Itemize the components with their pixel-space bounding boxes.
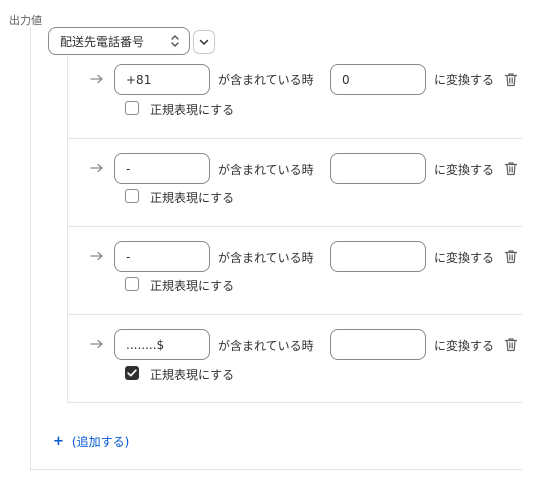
regex-checkbox-label: 正規表現にする	[150, 368, 235, 382]
convert-input[interactable]: 0	[330, 64, 426, 95]
checkmark-icon	[127, 369, 137, 377]
trash-icon[interactable]	[504, 249, 518, 264]
contains-input[interactable]: -	[114, 241, 210, 272]
contains-input[interactable]: ........$	[114, 329, 210, 360]
arrow-right-icon	[90, 339, 103, 349]
output-value-label: 出力値	[9, 14, 42, 27]
rules-guide-line	[67, 56, 68, 402]
select-caret-icon	[171, 35, 179, 47]
trash-icon[interactable]	[504, 337, 518, 352]
outer-bottom-divider	[30, 469, 522, 470]
regex-checkbox[interactable]	[125, 366, 139, 380]
convert-label: に変換する	[434, 251, 495, 265]
contains-input[interactable]: -	[114, 153, 210, 184]
add-rule-label: (追加する)	[71, 435, 130, 449]
contains-input[interactable]: +81	[114, 64, 210, 95]
arrow-right-icon	[90, 163, 103, 173]
add-rule-button[interactable]: + (追加する)	[53, 433, 129, 450]
trash-icon[interactable]	[504, 161, 518, 176]
convert-label: に変換する	[434, 73, 495, 87]
regex-checkbox[interactable]	[125, 189, 139, 203]
contains-label: が含まれている時	[218, 163, 314, 177]
regex-checkbox[interactable]	[125, 277, 139, 291]
rule-divider	[67, 138, 522, 139]
convert-label: に変換する	[434, 339, 495, 353]
contains-label: が含まれている時	[218, 251, 314, 265]
trash-icon[interactable]	[504, 72, 518, 87]
output-field-select-value: 配送先電話番号	[60, 34, 145, 49]
rule-row-2: - が含まれている時 に変換する 正規表現にする	[67, 138, 522, 226]
plus-icon: +	[53, 434, 64, 449]
regex-checkbox-label: 正規表現にする	[150, 279, 235, 293]
contains-label: が含まれている時	[218, 73, 314, 87]
contains-label: が含まれている時	[218, 339, 314, 353]
regex-checkbox-label: 正規表現にする	[150, 191, 235, 205]
arrow-right-icon	[90, 74, 103, 84]
convert-label: に変換する	[434, 163, 495, 177]
convert-input[interactable]	[330, 153, 426, 184]
rule-divider	[67, 314, 522, 315]
regex-checkbox-label: 正規表現にする	[150, 103, 235, 117]
arrow-right-icon	[90, 251, 103, 261]
outer-guide-line	[30, 27, 31, 471]
collapse-toggle-button[interactable]	[193, 30, 215, 54]
regex-checkbox[interactable]	[125, 101, 139, 115]
rules-bottom-divider	[67, 402, 522, 403]
rule-row-4: ........$ が含まれている時 に変換する 正規表現にする	[67, 314, 522, 402]
chevron-down-icon	[199, 39, 209, 45]
rule-row-1: +81 が含まれている時 0 に変換する 正規表現にする	[67, 50, 522, 138]
output-field-select[interactable]: 配送先電話番号	[48, 27, 190, 55]
rule-divider	[67, 226, 522, 227]
convert-input[interactable]	[330, 241, 426, 272]
rule-row-3: - が含まれている時 に変換する 正規表現にする	[67, 226, 522, 314]
convert-input[interactable]	[330, 329, 426, 360]
